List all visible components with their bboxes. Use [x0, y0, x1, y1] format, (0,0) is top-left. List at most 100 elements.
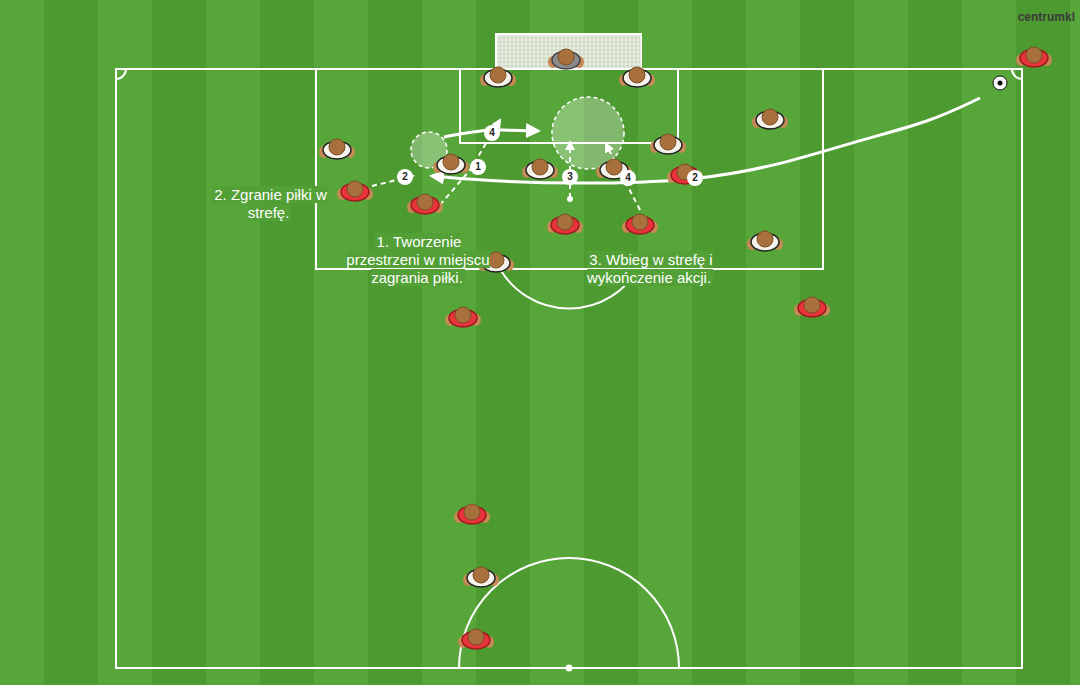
net-line [536, 35, 537, 68]
player-head [532, 159, 548, 175]
attacker-player [454, 504, 490, 524]
net-line [632, 35, 633, 68]
defender-player [522, 159, 558, 179]
grass-stripe [854, 0, 908, 685]
callout-number: 2 [397, 169, 413, 185]
player-head [804, 297, 820, 313]
defender-player [319, 139, 355, 159]
goal [496, 34, 641, 69]
net-line [628, 35, 629, 68]
player-head [660, 134, 676, 150]
grass-stripe [1070, 0, 1080, 685]
centre-circle [459, 558, 679, 668]
player-head [488, 252, 504, 268]
net-line [600, 35, 601, 68]
note-text: 1. Tworzenie przestrzeni w miejscu zagra… [346, 233, 489, 286]
note-text: 2. Zgranie piłki w strefę. [212, 186, 327, 221]
grass-stripe [260, 0, 314, 685]
goalkeeper-player [548, 49, 584, 69]
grass-stripe [692, 0, 746, 685]
net-line [624, 35, 625, 68]
grass-stripe [368, 0, 422, 685]
defender-player [619, 67, 655, 87]
touchline [116, 69, 1022, 668]
defender-player [480, 67, 516, 87]
pitch-lines [116, 69, 1022, 668]
callout-number: 2 [687, 170, 703, 186]
note-text: 3. Wbieg w strefę i wykończenie akcji. [587, 251, 713, 286]
corner-arc [116, 69, 126, 79]
defender-player [747, 231, 783, 251]
corner-arc [1012, 69, 1022, 79]
grass-stripe [908, 0, 962, 685]
net-line [620, 35, 621, 68]
movement-lines [372, 98, 980, 210]
callout-number: 4 [484, 125, 500, 141]
net-line [544, 35, 545, 68]
grass-stripe [800, 0, 854, 685]
centre-spot [566, 665, 573, 672]
defender-player [752, 109, 788, 129]
player-head [473, 567, 489, 583]
net-line [588, 35, 589, 68]
player-head [757, 231, 773, 247]
attacker-player [1016, 47, 1052, 67]
player-head [762, 109, 778, 125]
goal-net [496, 34, 641, 69]
ball-patch [998, 81, 1003, 86]
step-note: 3. Wbieg w strefę i wykończenie akcji. [560, 251, 740, 287]
attacker-player [622, 214, 658, 234]
grass-stripe [152, 0, 206, 685]
net-line [516, 35, 517, 68]
grass-stripe [638, 0, 692, 685]
net-line [524, 35, 525, 68]
player-head [443, 154, 459, 170]
player-head [417, 194, 433, 210]
attacker-player [337, 181, 373, 201]
player-head [464, 504, 480, 520]
grass-stripe [746, 0, 800, 685]
attacker-player [458, 629, 494, 649]
player-head [1026, 47, 1042, 63]
net-line [532, 35, 533, 68]
attacker-player [547, 214, 583, 234]
step-note: 2. Zgranie piłki w strefę. [192, 186, 347, 222]
net-line [640, 35, 641, 68]
player-head [455, 307, 471, 323]
cross-path [432, 98, 980, 183]
grass-stripe [206, 0, 260, 685]
player-head [557, 214, 573, 230]
net-line [592, 35, 593, 68]
start-dot [567, 196, 573, 202]
net-line [500, 35, 501, 68]
player-head [606, 159, 622, 175]
defender-player [433, 154, 469, 174]
grass-stripe [98, 0, 152, 685]
callout-number: 3 [562, 169, 578, 185]
net-line [616, 35, 617, 68]
net-line [497, 42, 640, 43]
grass-stripe [1016, 0, 1070, 685]
net-line [497, 38, 640, 39]
net-line [604, 35, 605, 68]
player-head [632, 214, 648, 230]
grass-stripe [44, 0, 98, 685]
callout-number: 4 [620, 170, 636, 186]
player-head [468, 629, 484, 645]
defender-player [463, 567, 499, 587]
net-line [504, 35, 505, 68]
net-line [512, 35, 513, 68]
dashed-arrow [440, 120, 500, 205]
ball [993, 76, 1007, 90]
player-head [329, 139, 345, 155]
net-line [528, 35, 529, 68]
defender-player [650, 134, 686, 154]
step-note: 1. Tworzenie przestrzeni w miejscu zagra… [340, 233, 496, 287]
ball-body [993, 76, 1007, 90]
player-head [629, 67, 645, 83]
net-line [612, 35, 613, 68]
net-line [497, 46, 640, 47]
